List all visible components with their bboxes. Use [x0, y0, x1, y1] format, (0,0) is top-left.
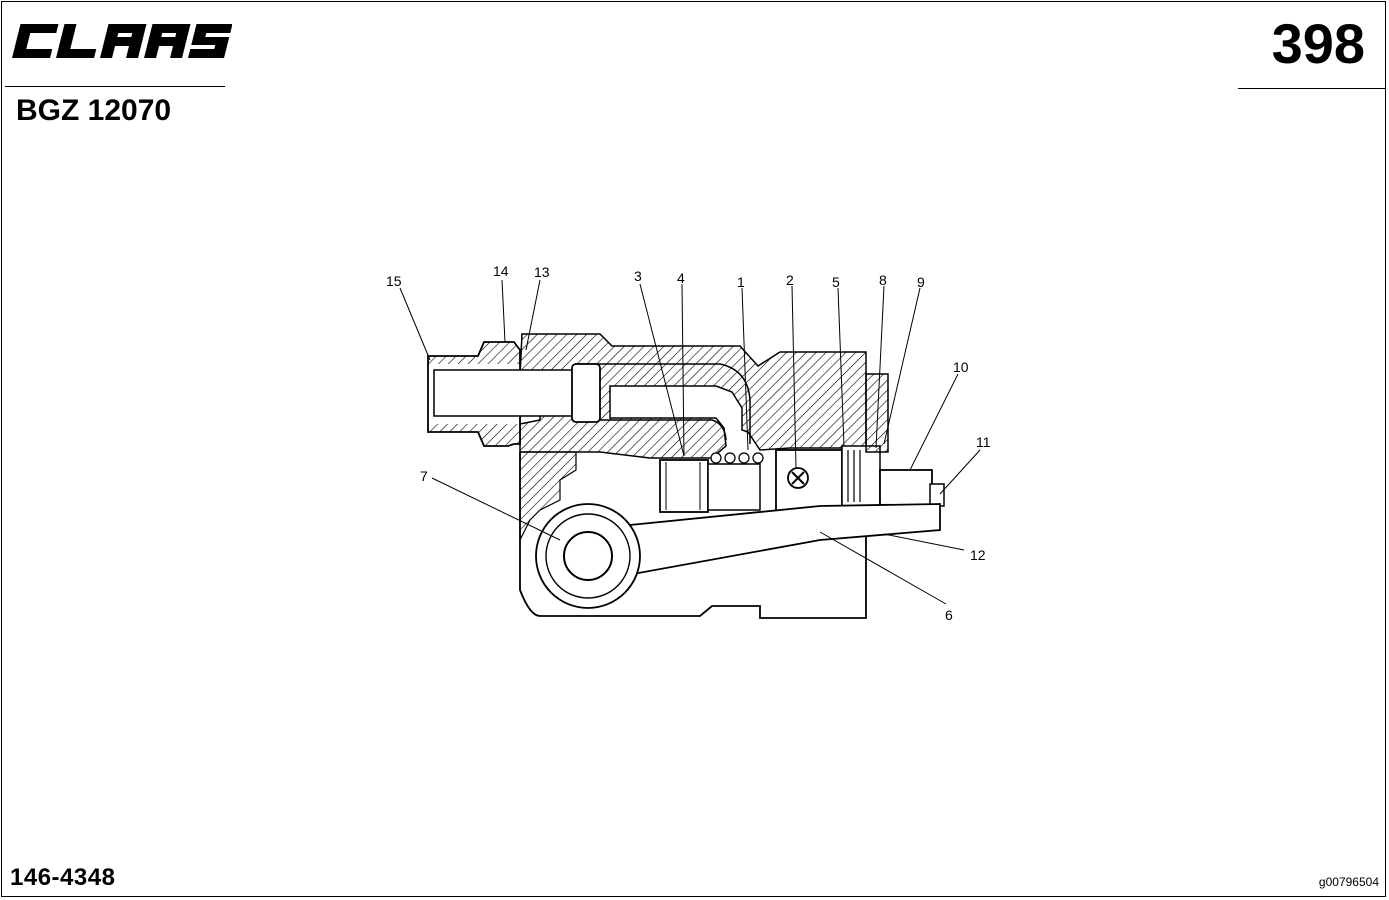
end-cap — [879, 469, 933, 511]
cover-flange — [865, 373, 889, 453]
lower-housing — [519, 448, 867, 619]
piston — [659, 459, 709, 513]
callout-10: 10 — [953, 359, 969, 375]
spring — [707, 463, 761, 511]
callout-8: 8 — [879, 272, 887, 288]
roller-ring — [545, 513, 631, 599]
header-rule-left — [5, 86, 225, 87]
callout-11: 11 — [976, 434, 991, 450]
callout-4: 4 — [677, 270, 685, 286]
callout-12: 12 — [970, 547, 986, 563]
callout-3: 3 — [634, 268, 642, 284]
roller-inner — [563, 531, 613, 581]
inlet-fitting-hatch — [428, 342, 520, 446]
callout-5: 5 — [832, 274, 840, 290]
upper-body-section — [519, 333, 867, 459]
spool-block — [775, 449, 843, 513]
callout-9: 9 — [917, 274, 925, 290]
callout-14: 14 — [493, 263, 509, 279]
part-number: 146-4348 — [10, 864, 116, 891]
lower-housing-hatch — [519, 451, 577, 541]
header-rule-right — [1238, 88, 1386, 89]
callout-2: 2 — [786, 272, 794, 288]
callout-7: 7 — [420, 468, 428, 484]
callout-6: 6 — [945, 607, 953, 623]
inlet-bore — [433, 369, 575, 417]
callout-13: 13 — [534, 264, 550, 280]
callout-1: 1 — [737, 274, 745, 290]
document-code: BGZ 12070 — [16, 94, 172, 127]
claas-logo — [12, 24, 232, 58]
bore-plug — [571, 363, 601, 423]
end-screw — [929, 483, 945, 507]
callout-15: 15 — [386, 273, 402, 289]
elbow-channel — [575, 363, 751, 444]
page-number: 398 — [1271, 12, 1365, 75]
image-reference: g00796504 — [1318, 875, 1379, 889]
lever — [579, 503, 941, 581]
